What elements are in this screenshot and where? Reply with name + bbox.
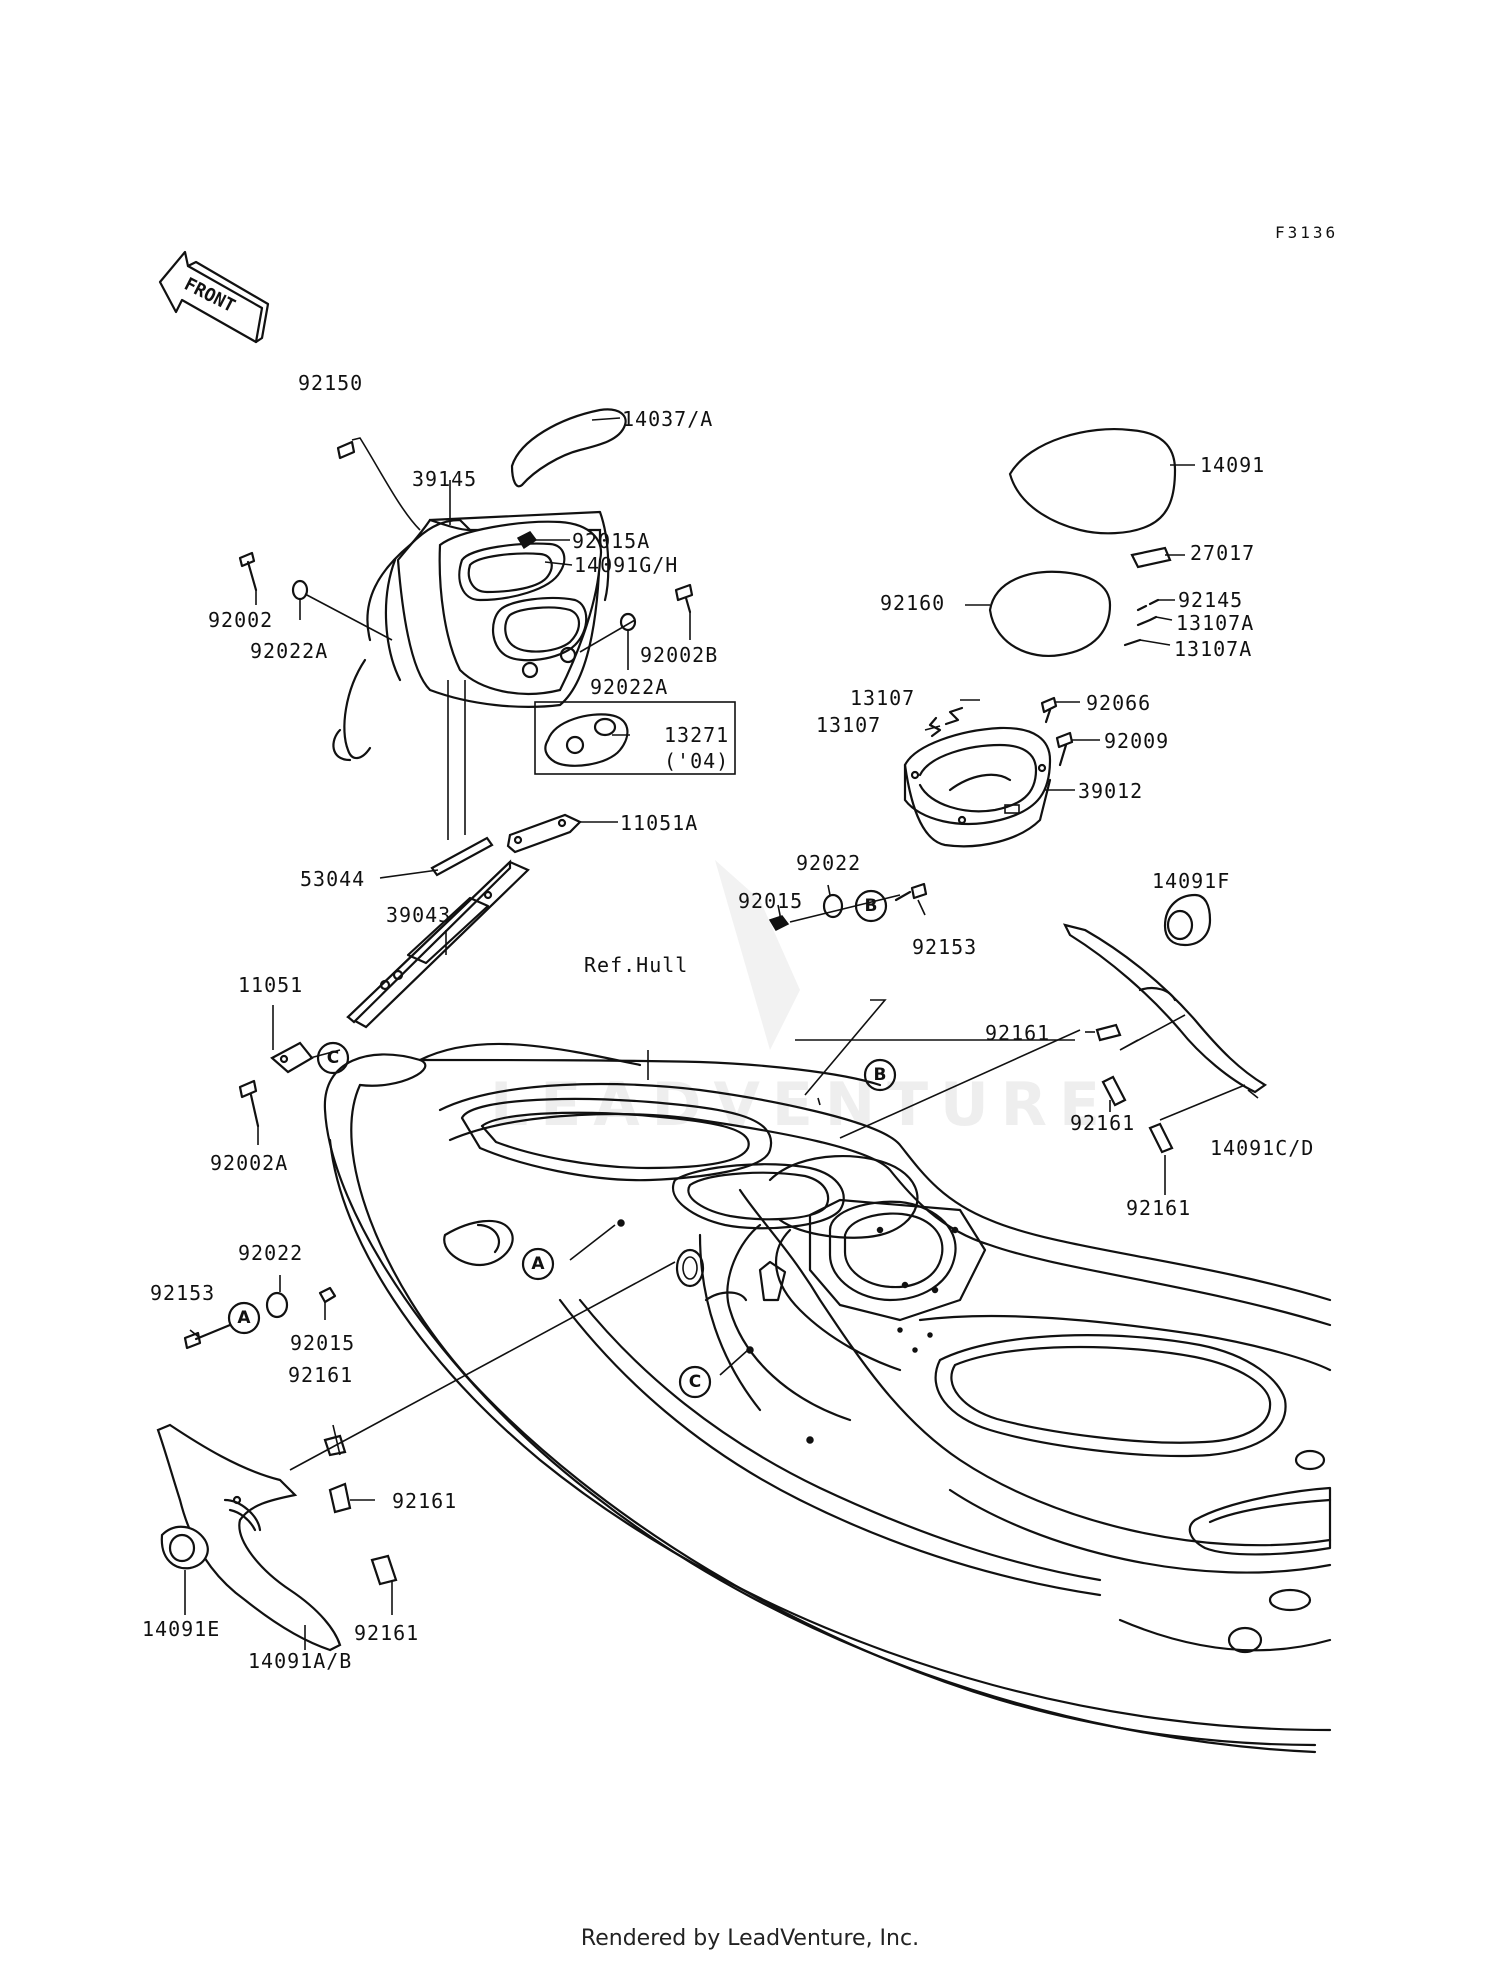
- label-92161-l3: 92161: [354, 1621, 419, 1645]
- callout-c-circle-hull: [678, 1365, 712, 1399]
- label-39145: 39145: [412, 467, 477, 491]
- callout-circles: C B B A A C: [227, 889, 897, 1399]
- label-13107-1: 13107: [850, 686, 915, 710]
- label-27017: 27017: [1190, 541, 1255, 565]
- label-92022a-right: 92022A: [590, 675, 668, 699]
- label-92022-mid: 92022: [796, 851, 861, 875]
- label-92015-left: 92015: [290, 1331, 355, 1355]
- label-92160: 92160: [880, 591, 945, 615]
- label-ref-hull: Ref.Hull: [584, 953, 688, 977]
- label-14091: 14091: [1200, 453, 1265, 477]
- label-13107a-1: 13107A: [1176, 611, 1254, 635]
- label-13107-2: 13107: [816, 713, 881, 737]
- diagram-code: F3136: [1275, 223, 1338, 242]
- label-14091ab: 14091A/B: [248, 1649, 352, 1673]
- hull-drawing: [323, 1042, 1332, 1754]
- label-11051a: 11051A: [620, 811, 698, 835]
- label-92153-mid: 92153: [912, 935, 977, 959]
- label-92022a-left: 92022A: [250, 639, 328, 663]
- watermark-text: LEADVENTURE: [490, 1070, 1112, 1140]
- label-14037a: 14037/A: [622, 407, 713, 431]
- label-92153-left: 92153: [150, 1281, 215, 1305]
- label-92015-mid: 92015: [738, 889, 803, 913]
- callout-b-circle-mid: [854, 889, 888, 923]
- callout-a-label-left: A: [237, 1308, 251, 1328]
- front-arrow-icon: FRONT: [158, 250, 270, 344]
- callout-a-circle-left: [227, 1301, 261, 1335]
- label-13271-year: ('04): [664, 749, 729, 773]
- label-92015a: 92015A: [572, 529, 650, 553]
- label-92066: 92066: [1086, 691, 1151, 715]
- callout-b-label-mid: B: [865, 896, 878, 916]
- label-14091cd: 14091C/D: [1210, 1136, 1314, 1160]
- label-11051: 11051: [238, 973, 303, 997]
- leader-lines: [184, 417, 1259, 1650]
- callout-a-label-hull: A: [531, 1254, 545, 1274]
- label-92002a: 92002A: [210, 1151, 288, 1175]
- label-13271: 13271: [664, 723, 729, 747]
- label-92022-left: 92022: [238, 1241, 303, 1265]
- label-92002: 92002: [208, 608, 273, 632]
- front-label: FRONT: [181, 274, 239, 317]
- label-92161-l2: 92161: [392, 1489, 457, 1513]
- label-92161-l1: 92161: [288, 1363, 353, 1387]
- part-labels: 92150 14037/A 39145 92015A 14091G/H 9200…: [142, 371, 1314, 1673]
- label-92161-r2: 92161: [1070, 1111, 1135, 1135]
- label-14091gh: 14091G/H: [574, 553, 678, 577]
- label-13107a-2: 13107A: [1174, 637, 1252, 661]
- label-92150: 92150: [298, 371, 363, 395]
- label-14091e: 14091E: [142, 1617, 220, 1641]
- label-92161-r3: 92161: [1126, 1196, 1191, 1220]
- label-92161-r1: 92161: [985, 1021, 1050, 1045]
- label-92009: 92009: [1104, 729, 1169, 753]
- callout-c-circle: [316, 1041, 350, 1075]
- callout-b-label-hull: B: [874, 1065, 887, 1085]
- footer-text: Rendered by LeadVenture, Inc.: [581, 1926, 919, 1951]
- parts-drawings: [156, 408, 1268, 1652]
- callout-b-circle-hull: [863, 1058, 897, 1092]
- label-92002b: 92002B: [640, 643, 718, 667]
- callout-a-circle-hull: [521, 1247, 555, 1281]
- callout-c-label: C: [327, 1048, 339, 1068]
- watermark: LEADVENTURE: [490, 860, 1112, 1140]
- label-53044: 53044: [300, 867, 365, 891]
- label-39012: 39012: [1078, 779, 1143, 803]
- label-14091f: 14091F: [1152, 869, 1230, 893]
- label-39043: 39043: [386, 903, 451, 927]
- callout-c-label-hull: C: [689, 1372, 701, 1392]
- label-92145: 92145: [1178, 588, 1243, 612]
